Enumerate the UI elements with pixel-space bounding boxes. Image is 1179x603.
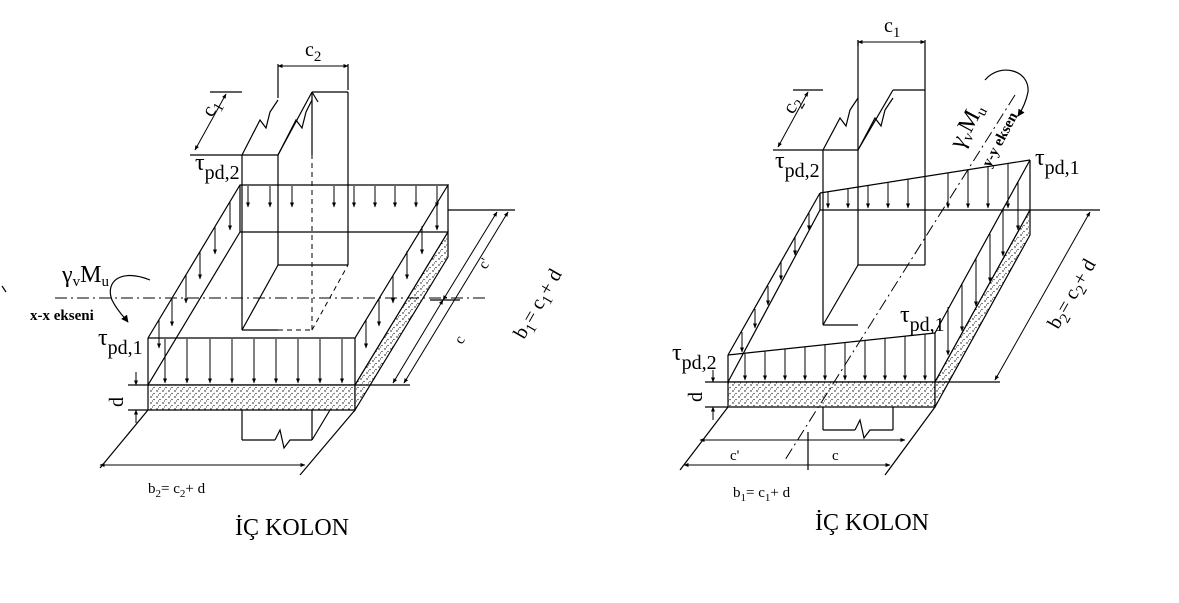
- right-d-label: d: [685, 392, 707, 402]
- right-dim-b1: [679, 406, 936, 476]
- right-c2-label: c2: [778, 92, 809, 119]
- left-title: İÇ KOLON: [235, 515, 349, 541]
- left-b2-label: b2= c2+ d: [148, 481, 206, 500]
- left-c2-label: c2: [305, 39, 321, 65]
- right-tau-mid-label: τpd,1: [900, 302, 945, 336]
- right-column: [822, 40, 926, 440]
- left-dim-c1: [190, 91, 242, 156]
- right-b2-label: b2= c2+ d: [1043, 255, 1104, 334]
- left-tau-top-label: τpd,2: [195, 150, 240, 184]
- left-cprime-label: c': [476, 256, 495, 272]
- left-tau-bot-label: τpd,1: [98, 325, 143, 359]
- right-diagram: c1 c2 γvMu y-y eksen τpd,2 τpd,1 τpd,1 τ…: [672, 15, 1104, 536]
- left-dim-d: [128, 372, 148, 423]
- right-title: İÇ KOLON: [815, 510, 929, 536]
- right-slab-section: [727, 209, 1031, 408]
- right-tau-bot-left-label: τpd,2: [672, 340, 717, 374]
- right-c-label: c: [832, 448, 839, 464]
- right-c1-label: c1: [884, 15, 900, 41]
- right-dim-d: [705, 370, 728, 420]
- left-c-label: c: [452, 333, 469, 347]
- left-b1-label: b1= c1+ d: [509, 265, 570, 344]
- right-critical-perimeter: [727, 159, 1031, 383]
- right-moment-arrow: [984, 69, 1029, 117]
- left-dim-b1: [355, 209, 515, 386]
- right-cprime-label: c': [730, 448, 740, 464]
- left-d-label: d: [106, 397, 128, 407]
- right-gamma-label: γvMu: [944, 99, 991, 155]
- right-b1-label: b1= c1+ d: [733, 485, 791, 504]
- right-tau-top-left-label: τpd,2: [775, 148, 820, 182]
- right-dim-c2: [773, 89, 823, 151]
- right-tau-top-right-label: τpd,1: [1035, 145, 1080, 179]
- left-stress-arrows: [157, 186, 439, 384]
- left-gamma-label: γvMu: [61, 262, 109, 290]
- right-y-axis-line: [784, 94, 1016, 461]
- right-stress-arrows: [740, 163, 1020, 381]
- left-moment-arrow: [109, 275, 151, 323]
- left-dim-b2: [99, 409, 356, 476]
- right-dim-c1: [857, 40, 926, 46]
- left-diagram: c2 c1 τpd,2 γvMu x-x ekseni τpd,1 d c' c…: [1, 39, 570, 541]
- right-dim-b2: [935, 209, 1100, 383]
- left-axis-label: x-x ekseni: [30, 308, 94, 324]
- left-dim-c2: [277, 64, 349, 98]
